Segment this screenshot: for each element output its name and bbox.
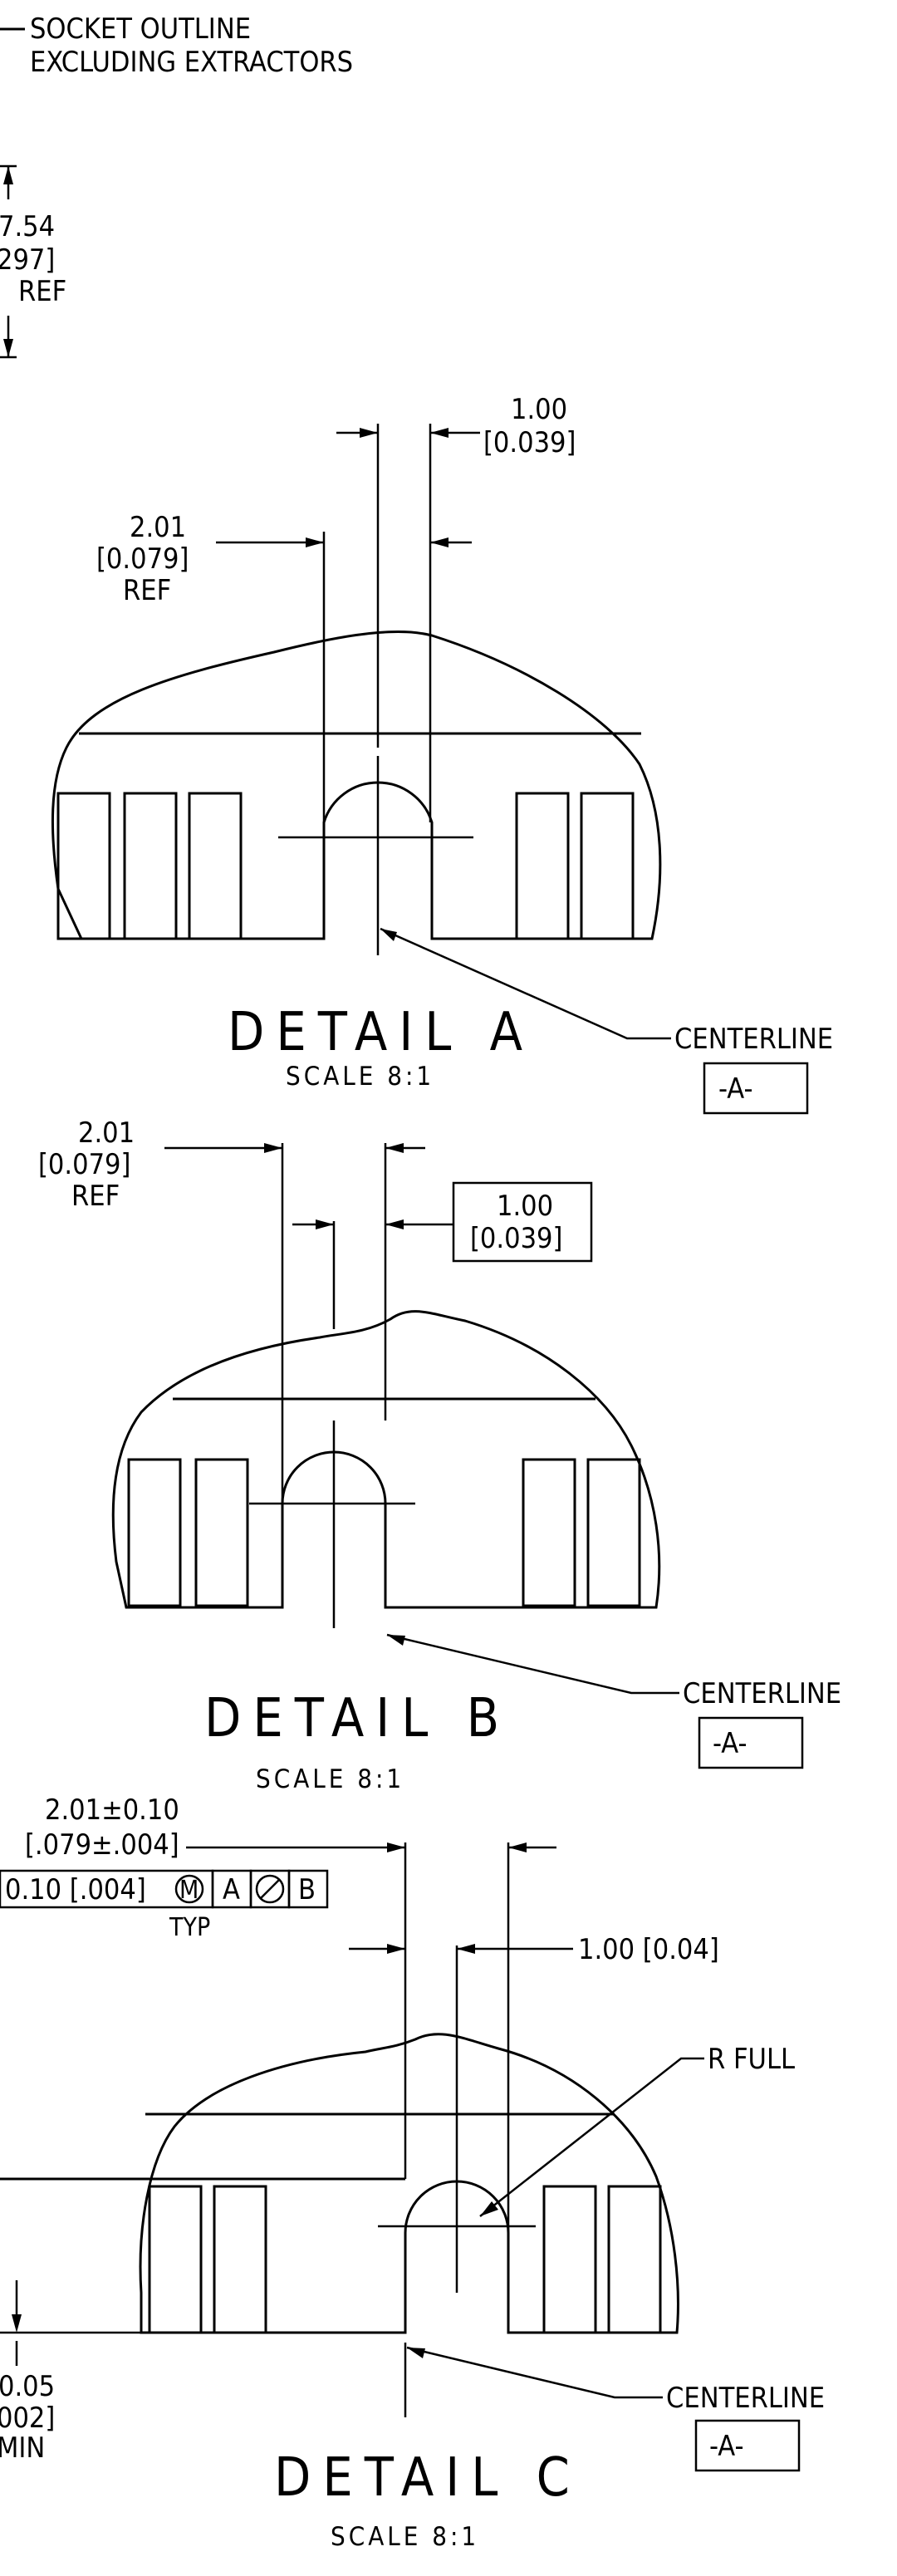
top-ref-value-in: 297]	[0, 243, 55, 277]
top-ref-label: REF	[18, 275, 66, 308]
detail-c-datum-box	[694, 2419, 801, 2472]
top-ref-dimension: 7.54 297] REF	[0, 164, 66, 359]
header-note: SOCKET OUTLINE EXCLUDING EXTRACTORS	[0, 12, 353, 79]
detail-a-datum: -A-	[718, 1072, 753, 1106]
fcf-modifier: M	[179, 1876, 199, 1905]
detail-b-dim-box-in: [0.039]	[470, 1222, 562, 1255]
detail-b-dim-box-mm: 1.00	[497, 1190, 553, 1223]
detail-b-title: DETAIL B	[204, 1688, 511, 1749]
detail-a-dim-right-in: [0.039]	[483, 426, 576, 459]
detail-a: 1.00 [0.039] 2.01 [0.079] REF CENTERLINE…	[51, 393, 833, 1115]
fcf-tolerance: 0.10 [.004]	[5, 1873, 146, 1906]
detail-c-dim-bottom-min: MIN	[0, 2431, 45, 2465]
fcf-datum-a: A	[223, 1873, 240, 1906]
detail-b-dim-left-in: [0.079]	[38, 1148, 130, 1181]
detail-c-centerline-label: CENTERLINE	[666, 2382, 825, 2415]
detail-c-scale: SCALE 8:1	[331, 2522, 479, 2552]
header-line-2: EXCLUDING EXTRACTORS	[30, 46, 353, 79]
detail-a-title: DETAIL A	[228, 1002, 534, 1063]
fcf-symbol-icon	[255, 1874, 285, 1904]
detail-c-datum: -A-	[709, 2430, 744, 2463]
detail-b-scale: SCALE 8:1	[256, 1764, 404, 1794]
detail-c-dim-in: [.079±.004]	[25, 1828, 179, 1862]
detail-b: 2.01 [0.079] REF 1.00 [0.039] CENTERLINE…	[38, 1116, 841, 1794]
detail-a-dim-left-mm: 2.01	[130, 511, 186, 544]
detail-a-dim-left-in: [0.079]	[96, 542, 189, 576]
detail-c-outline	[139, 2033, 679, 2334]
detail-a-centerline-label: CENTERLINE	[674, 1023, 833, 1056]
feature-control-frame: 0.10 [.004] M A B TYP	[0, 1869, 329, 1942]
detail-c-dim-bottom-in: 002]	[0, 2402, 55, 2435]
fcf-datum-b: B	[298, 1873, 316, 1906]
detail-b-centerline-label: CENTERLINE	[683, 1677, 841, 1710]
detail-a-datum-box	[703, 1062, 809, 1115]
detail-c-radius: R FULL	[708, 2043, 795, 2076]
detail-a-outline	[51, 631, 662, 940]
detail-a-dim-left-ref: REF	[123, 574, 171, 607]
detail-b-outline	[111, 1310, 661, 1609]
detail-c-dim-right: 1.00 [0.04]	[578, 1933, 719, 1966]
detail-c-dim-mm: 2.01±0.10	[45, 1793, 179, 1827]
detail-a-scale: SCALE 8:1	[286, 1062, 434, 1092]
header-line-1: SOCKET OUTLINE	[30, 12, 251, 46]
top-ref-value: 7.54	[0, 210, 55, 243]
detail-c-title: DETAIL C	[274, 2447, 581, 2509]
detail-b-datum-box	[698, 1716, 804, 1769]
detail-c: 2.01±0.10 [.079±.004] 0.10 [.004] M A B …	[0, 1793, 825, 2552]
detail-c-typ: TYP	[169, 1913, 210, 1942]
detail-b-dim-box	[452, 1181, 593, 1263]
detail-a-dim-right-mm: 1.00	[511, 393, 567, 426]
detail-b-dim-left-mm: 2.01	[78, 1116, 135, 1150]
detail-b-dim-left-ref: REF	[71, 1180, 120, 1213]
detail-c-dim-bottom-mm: 0.05	[0, 2370, 55, 2403]
detail-b-datum: -A-	[713, 1727, 748, 1760]
